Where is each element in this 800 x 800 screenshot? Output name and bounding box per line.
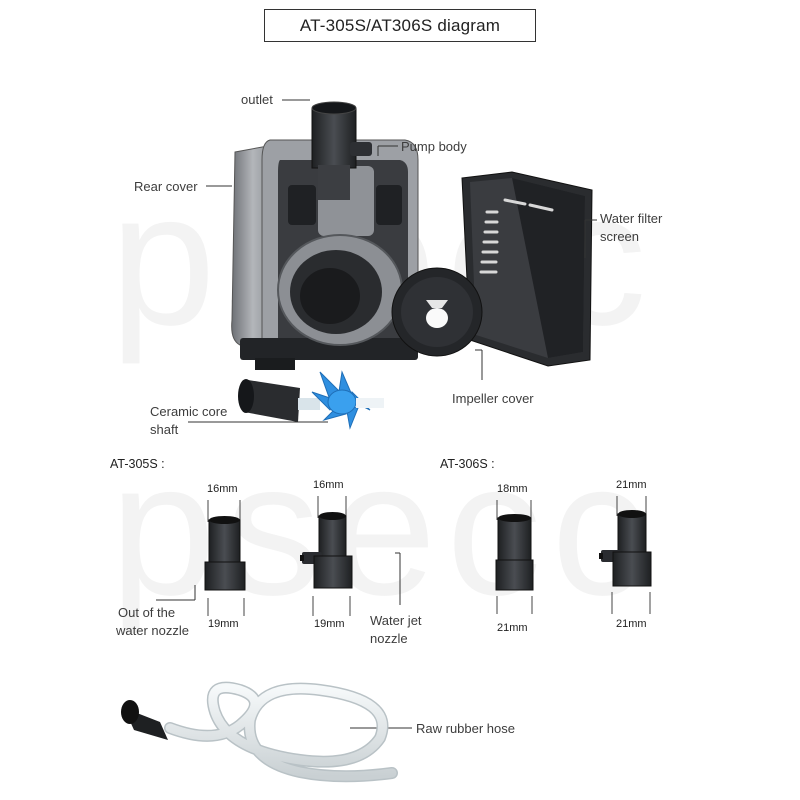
dim-at306s-jet-bottom: 21mm: [616, 618, 647, 630]
label-jet-nozzle-line2: nozzle: [370, 631, 408, 646]
outlet-pipe: [311, 101, 372, 200]
label-jet-nozzle-line1: Water jet: [370, 613, 422, 628]
label-water-filter-line1: Water filter: [600, 211, 663, 226]
dim-at306s-out-top: 18mm: [497, 483, 528, 495]
rubber-hose: [121, 681, 398, 783]
at306s-out-nozzle: [495, 514, 534, 591]
label-out-nozzle-line1: Out of the: [118, 605, 176, 620]
water-filter-screen: [461, 171, 593, 367]
dim-at306s-jet-top: 21mm: [616, 479, 647, 491]
at305s-jet-nozzle: [300, 512, 353, 589]
dim-at305s-out-top: 16mm: [207, 483, 238, 495]
label-impeller-cover: Impeller cover: [452, 391, 534, 406]
dim-at305s-jet-bottom: 19mm: [314, 618, 345, 630]
at306s-jet-nozzle: [599, 510, 652, 587]
label-ceramic-core-line2: shaft: [150, 422, 179, 437]
label-outlet: outlet: [241, 92, 273, 107]
pump-body: [231, 139, 419, 370]
dim-at305s-jet-top: 16mm: [313, 479, 344, 491]
dim-at305s-out-bottom: 19mm: [208, 618, 239, 630]
ceramic-shaft-impeller: [238, 370, 384, 430]
label-rubber-hose: Raw rubber hose: [416, 721, 515, 736]
dimension-lines: [207, 496, 651, 616]
model-label-at306s: AT-306S :: [440, 457, 495, 471]
impeller-cover: [391, 267, 483, 357]
watermark-bottom: psecc: [110, 423, 657, 635]
leader-lines: [156, 99, 597, 729]
label-rear-cover: Rear cover: [134, 179, 198, 194]
label-out-nozzle-line2: water nozzle: [116, 623, 189, 638]
diagram-title-text: AT-305S/AT306S diagram: [299, 15, 501, 35]
label-pump-body: Pump body: [401, 139, 467, 154]
label-water-filter-line2: screen: [600, 229, 640, 244]
dim-at306s-out-bottom: 21mm: [497, 622, 528, 634]
diagram-title: AT-305S/AT306S diagram: [264, 9, 536, 42]
label-ceramic-core-line1: Ceramic core: [150, 404, 228, 419]
model-label-at305s: AT-305S :: [110, 457, 165, 471]
at305s-out-nozzle: [204, 516, 246, 591]
